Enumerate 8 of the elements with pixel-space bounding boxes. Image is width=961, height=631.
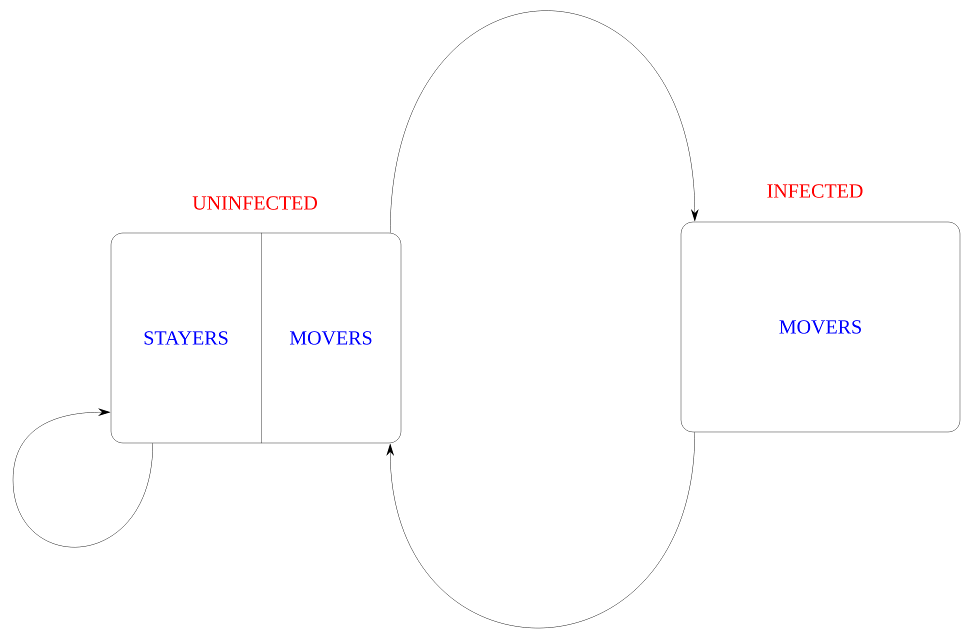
compartment-label: STAYERS: [144, 331, 228, 345]
arrow: [386, 432, 695, 628]
heading: INFECTED: [767, 184, 863, 198]
arrow: [390, 10, 699, 233]
arrow: [12, 408, 153, 547]
compartment-box: MOVERS: [680, 222, 960, 432]
compartment-label: MOVERS: [290, 331, 372, 345]
heading: UNINFECTED: [192, 196, 317, 210]
